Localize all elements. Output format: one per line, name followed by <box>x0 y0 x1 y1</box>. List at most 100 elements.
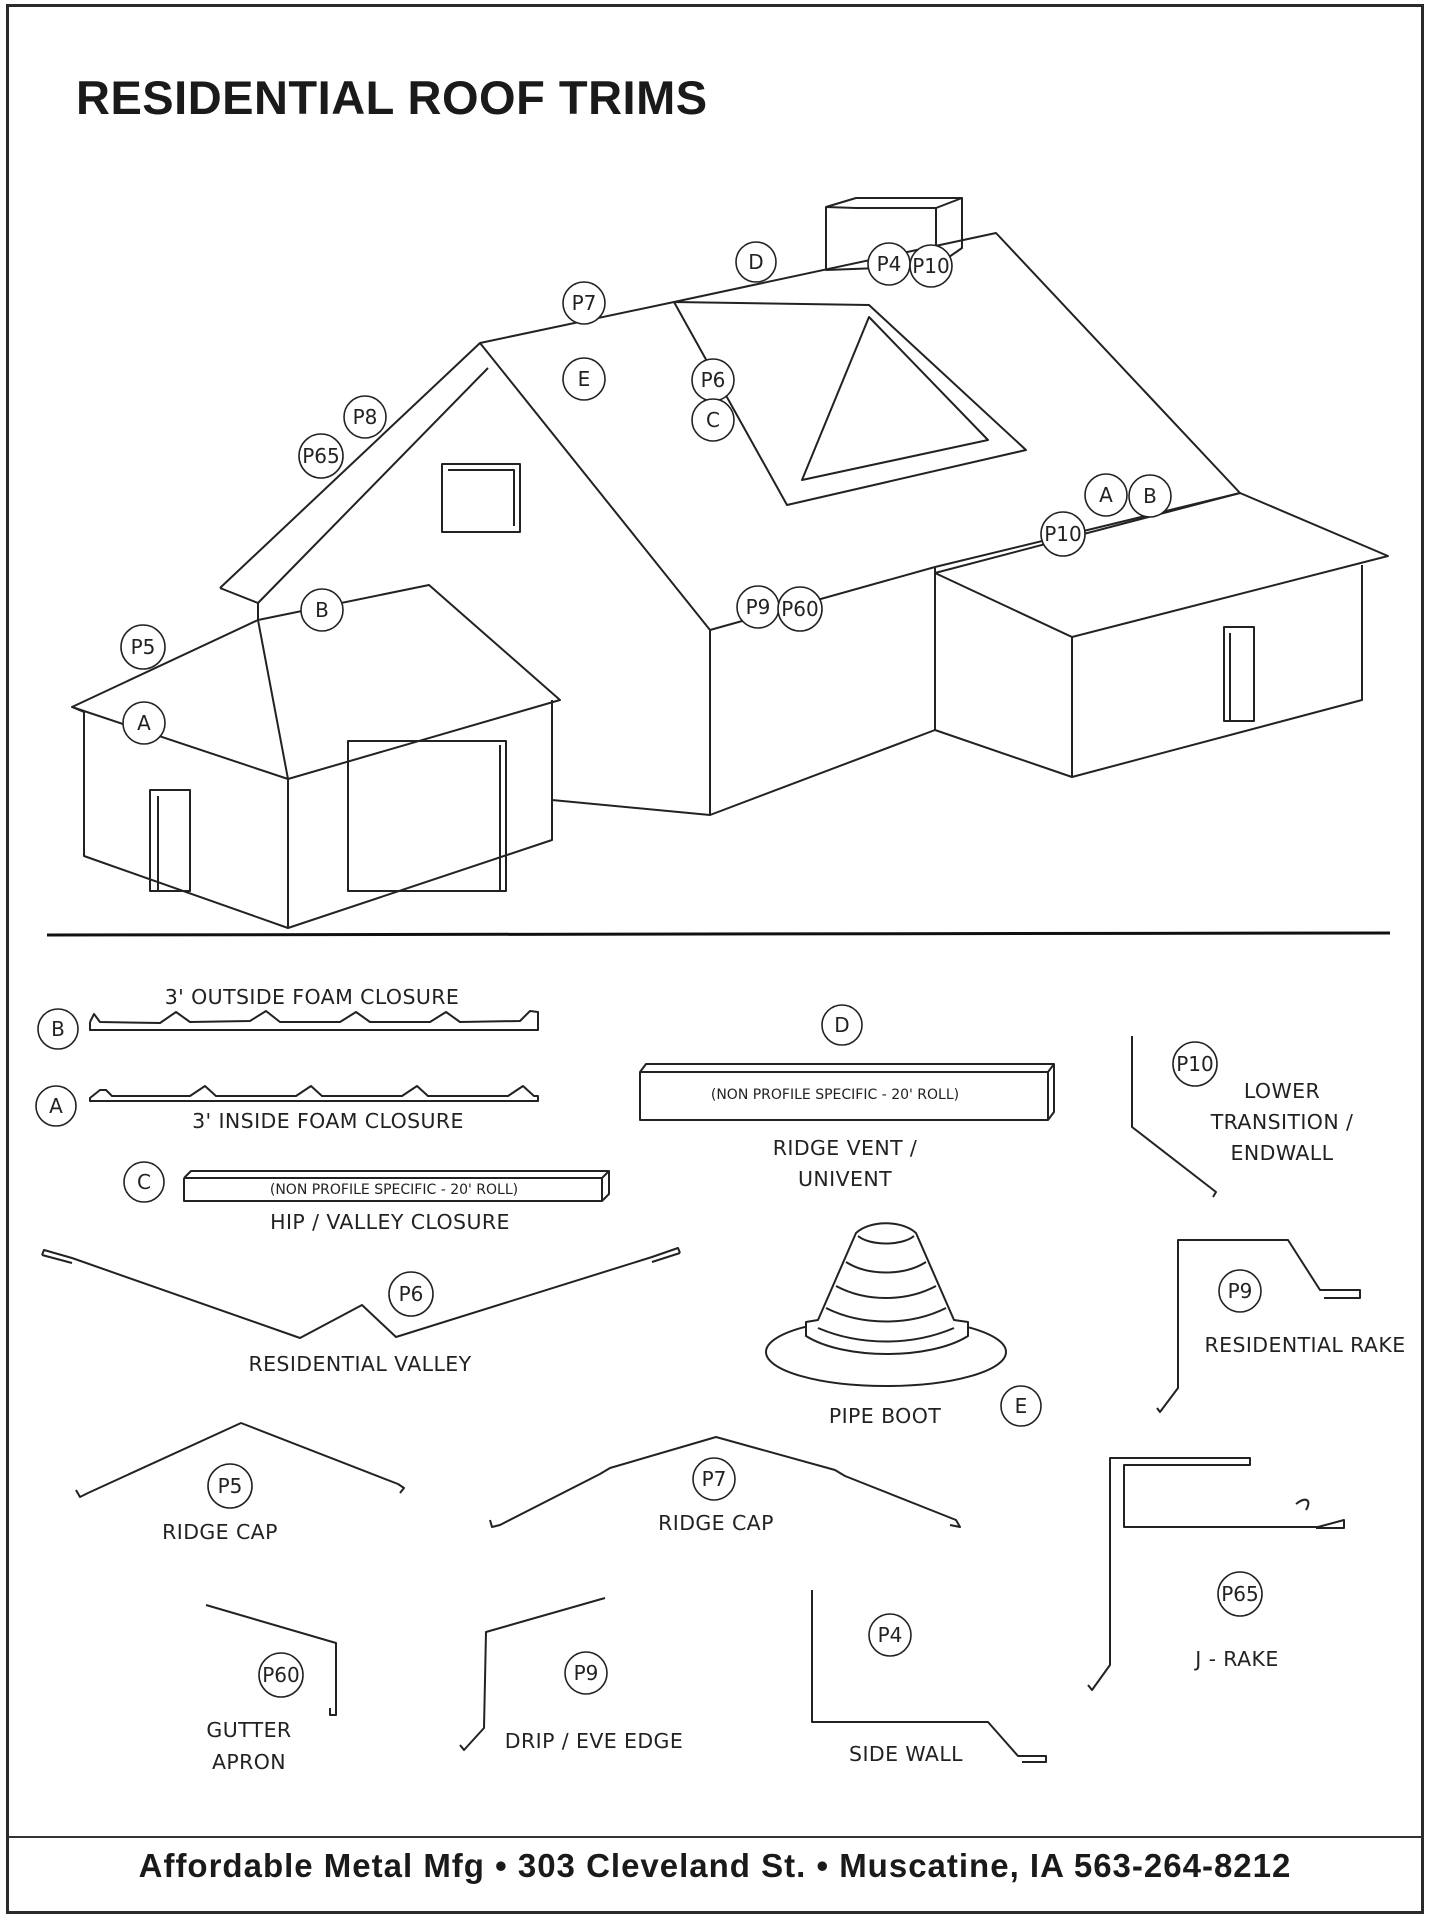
garage <box>71 584 561 929</box>
main-gable <box>219 342 711 631</box>
drip-edge-profile <box>459 1597 606 1751</box>
house-callout-p65: P65 <box>298 433 344 479</box>
lower-transition-profile <box>1131 1036 1217 1198</box>
part-p7-label: RIDGE CAP <box>658 1511 774 1535</box>
pipe-boot-cone <box>805 1222 969 1355</box>
svg-text:P10: P10 <box>1176 1052 1214 1076</box>
svg-text:P10: P10 <box>1044 522 1082 546</box>
part-p6-label: RESIDENTIAL VALLEY <box>248 1352 471 1376</box>
part-p9-drip-label: DRIP / EVE EDGE <box>505 1729 683 1753</box>
part-c-callout: C <box>123 1161 165 1203</box>
hip-valley-closure-bar <box>183 1170 610 1202</box>
house-callout-p9: P9 <box>736 585 780 629</box>
part-p10-lower-transition: P10 LOWER TRANSITION / ENDWALL <box>1131 1036 1354 1198</box>
svg-text:A: A <box>1099 483 1113 507</box>
footer-divider <box>9 1836 1421 1838</box>
svg-text:A: A <box>137 711 151 735</box>
part-p10-label-line3: ENDWALL <box>1231 1141 1334 1165</box>
svg-text:P10: P10 <box>912 254 950 278</box>
part-c-note: (NON PROFILE SPECIFIC - 20' ROLL) <box>270 1182 518 1198</box>
outside-foam-closure-profile <box>89 1010 539 1024</box>
ridge-cap-p5-profile <box>75 1422 405 1498</box>
part-p65-label: J - RAKE <box>1193 1647 1279 1671</box>
part-p4-label: SIDE WALL <box>849 1742 963 1766</box>
part-p4-side-wall: P4 SIDE WALL <box>811 1590 1047 1766</box>
svg-text:P4: P4 <box>878 1623 903 1647</box>
part-p60-label-line1: GUTTER <box>206 1718 291 1742</box>
svg-text:B: B <box>51 1017 65 1041</box>
part-e-pipe-boot: PIPE BOOT E <box>765 1222 1042 1428</box>
part-p6-residential-valley: P6 RESIDENTIAL VALLEY <box>41 1247 681 1376</box>
svg-text:B: B <box>1143 484 1157 508</box>
house-callout-e: E <box>562 357 606 401</box>
svg-text:P65: P65 <box>1221 1582 1259 1606</box>
house-callout-a-garage: A <box>122 701 166 745</box>
part-p9-rake-callout: P9 <box>1218 1269 1262 1313</box>
part-p60-label-line2: APRON <box>212 1750 286 1774</box>
svg-text:P60: P60 <box>781 597 819 621</box>
svg-text:P9: P9 <box>746 595 771 619</box>
part-p65-j-rake: P65 J - RAKE <box>1087 1457 1345 1691</box>
part-b-callout: B <box>37 1008 79 1050</box>
svg-text:P4: P4 <box>877 252 902 276</box>
part-p5-callout: P5 <box>207 1463 253 1509</box>
part-a-label: 3' INSIDE FOAM CLOSURE <box>192 1109 464 1133</box>
house-callout-d: D <box>735 241 777 283</box>
svg-text:E: E <box>578 367 591 391</box>
part-p9-residential-rake: P9 RESIDENTIAL RAKE <box>1156 1239 1405 1413</box>
dormer <box>673 301 1027 506</box>
house-callout-p10: P10 <box>909 244 953 288</box>
part-p9-rake-label: RESIDENTIAL RAKE <box>1204 1333 1405 1357</box>
part-p6-callout: P6 <box>388 1271 434 1317</box>
svg-text:P6: P6 <box>701 368 726 392</box>
ridge-cap-p7-profile <box>489 1436 961 1528</box>
part-a-callout: A <box>35 1085 77 1127</box>
svg-text:P5: P5 <box>131 635 156 659</box>
main-wall <box>257 566 936 816</box>
part-d-label-line2: UNIVENT <box>798 1167 892 1191</box>
house-callout-a: A <box>1084 473 1128 517</box>
ridge-vent-bar <box>639 1063 1055 1121</box>
svg-text:P60: P60 <box>262 1663 300 1687</box>
side-wall-profile <box>811 1590 1047 1763</box>
part-p5-label: RIDGE CAP <box>162 1520 278 1544</box>
house-callout-p5: P5 <box>120 624 166 670</box>
part-p10-label-line2: TRANSITION / <box>1210 1110 1354 1134</box>
part-p7-callout: P7 <box>692 1457 736 1501</box>
part-d-note: (NON PROFILE SPECIFIC - 20' ROLL) <box>711 1087 959 1103</box>
svg-text:C: C <box>137 1170 151 1194</box>
house-callout-p60: P60 <box>777 586 823 632</box>
part-p10-label-line1: LOWER <box>1244 1079 1320 1103</box>
house-callout-p7: P7 <box>562 281 606 325</box>
house-callout-p8: P8 <box>343 395 387 439</box>
part-d-callout: D <box>821 1004 863 1046</box>
inside-foam-closure-profile <box>89 1085 539 1102</box>
part-p60-callout: P60 <box>258 1652 304 1698</box>
svg-text:C: C <box>706 408 720 432</box>
garage-door <box>347 740 507 892</box>
part-p9-drip-edge: P9 DRIP / EVE EDGE <box>459 1597 683 1753</box>
part-p60-gutter-apron: P60 GUTTER APRON <box>205 1604 337 1774</box>
gutter-apron-profile <box>205 1604 337 1716</box>
j-rake-hem <box>1295 1498 1310 1511</box>
main-roof-right-slope <box>673 232 1241 568</box>
part-p65-callout: P65 <box>1217 1571 1263 1617</box>
part-p7-ridge-cap: P7 RIDGE CAP <box>489 1436 961 1535</box>
svg-text:P9: P9 <box>574 1661 599 1685</box>
svg-text:P8: P8 <box>353 405 378 429</box>
right-wing-door <box>1223 626 1255 722</box>
house-callout-b-garage: B <box>300 588 344 632</box>
part-p4-callout: P4 <box>868 1613 912 1657</box>
part-p10-callout: P10 <box>1172 1041 1218 1087</box>
garage-side-door <box>149 789 191 892</box>
outside-foam-closure-base <box>89 1022 539 1031</box>
gable-window <box>441 463 521 533</box>
svg-text:D: D <box>748 250 763 274</box>
part-p5-ridge-cap: P5 RIDGE CAP <box>75 1422 405 1544</box>
svg-text:P6: P6 <box>399 1282 424 1306</box>
svg-text:P65: P65 <box>302 444 340 468</box>
house-callout-p6: P6 <box>691 358 735 402</box>
part-d-ridge-vent: D (NON PROFILE SPECIFIC - 20' ROLL) RIDG… <box>639 1004 1055 1191</box>
house-callout-c: C <box>691 398 735 442</box>
j-rake-profile <box>1087 1457 1345 1691</box>
